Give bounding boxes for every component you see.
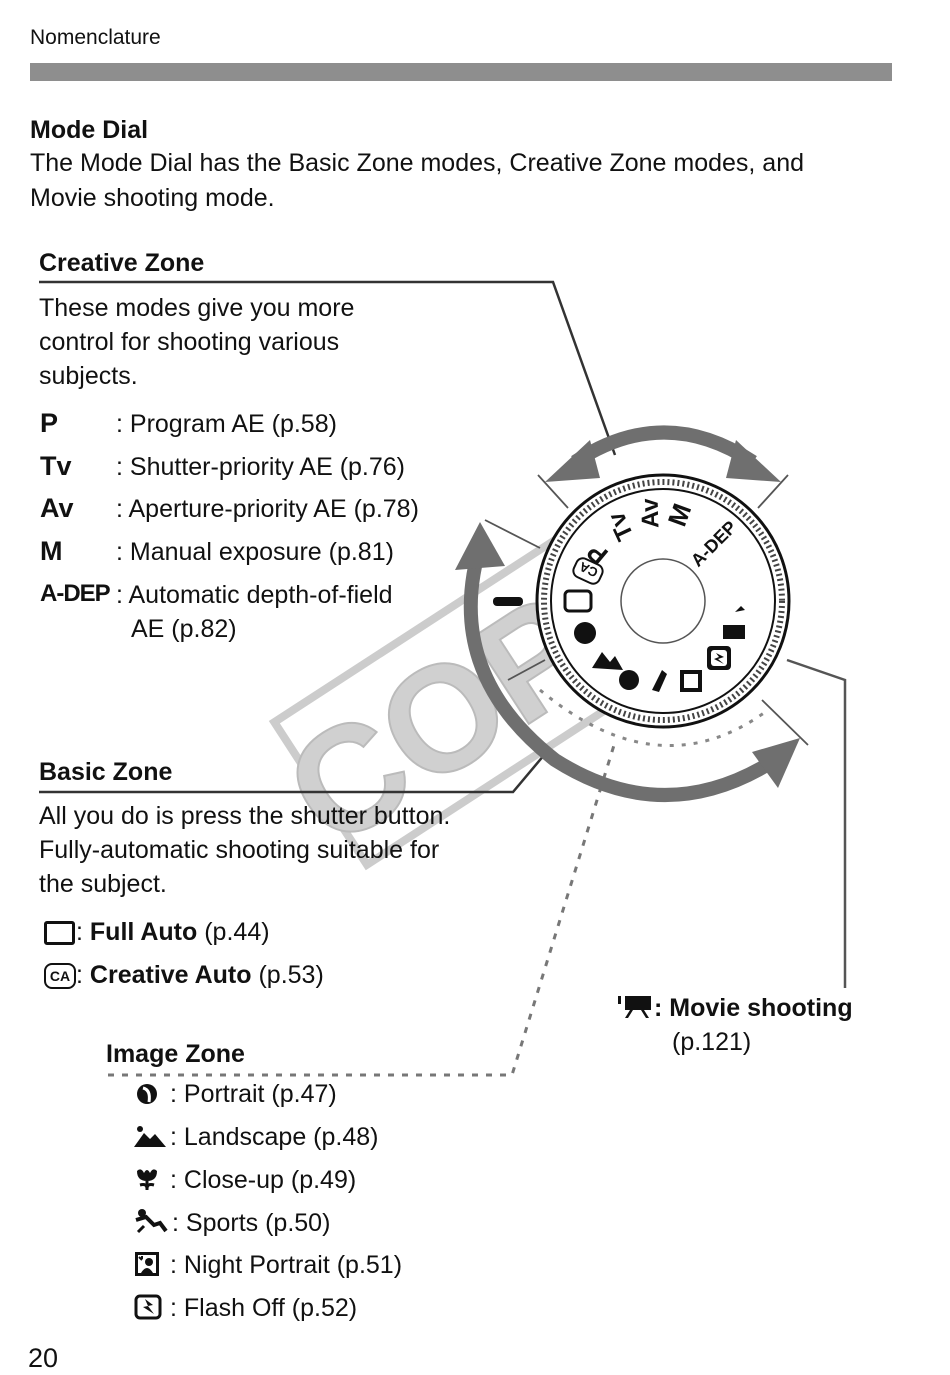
landscape-text: : Landscape (p.48) [170,1123,379,1151]
full-auto-page: (p.44) [204,918,270,946]
creative-arrow-head-left [545,440,600,482]
full-auto-name: Full Auto [89,918,198,946]
page-number: 20 [28,1343,59,1373]
intro-line-2: Movie shooting mode. [30,184,275,212]
sports-icon [135,1209,168,1234]
mode-dial-title: Mode Dial [30,116,149,144]
basic-zone-title: Basic Zone [39,758,173,786]
creative-zone-desc-2: control for shooting various [39,328,340,356]
intro-line-1: The Mode Dial has the Basic Zone modes, … [30,149,805,177]
mode-symbol-p: P [40,408,59,438]
close-up-icon [137,1169,157,1190]
movie-page: (p.121) [672,1028,752,1056]
dial-movie-icon [723,606,745,639]
basic-zone-desc-2: Fully-automatic shooting suitable for [39,836,440,864]
image-zone-dotted-arc [539,688,769,747]
image-zone-title: Image Zone [106,1040,245,1068]
night-portrait-icon [135,1252,159,1276]
mode-text-av: : Aperture-priority AE (p.78) [116,495,419,523]
close-up-text: : Close-up (p.49) [170,1166,357,1194]
creative-zone-desc-1: These modes give you more [39,294,355,322]
dial-center [620,558,706,644]
creative-zone-callout-line [39,280,617,456]
mode-text-a-dep-2: AE (p.82) [131,615,237,643]
mode-symbol-m: M [40,536,63,566]
sports-text: : Sports (p.50) [172,1209,331,1237]
basic-zone-desc-1: All you do is press the shutter button. [39,802,451,830]
full-auto-sep: : [76,918,83,946]
mode-text-a-dep: : Automatic depth-of-field [116,581,393,609]
mode-text-tv: : Shutter-priority AE (p.76) [116,453,406,481]
creative-arrow-head-right [726,440,781,482]
portrait-text: : Portrait (p.47) [170,1080,337,1108]
svg-text:CA: CA [576,559,600,581]
full-auto-row: : Full Auto (p.44) [76,918,270,947]
creative-zone-title: Creative Zone [39,249,205,277]
movie-callout-line [786,658,847,988]
mode-symbol-a-dep: A-DEP [40,580,111,607]
creative-auto-name: Creative Auto [89,961,252,989]
section-label: Nomenclature [30,26,161,49]
basic-zone-callout-line [39,747,551,794]
creative-auto-icon-text: CA [49,968,71,984]
dial-index-marker [493,597,523,606]
mode-symbol-tv: Tv [40,451,72,481]
mode-text-m: : Manual exposure (p.81) [116,538,394,566]
header-bar [30,63,892,81]
dial-ca-icon: CA [572,557,604,585]
movie-icon [618,996,651,1018]
flash-off-text: : Flash Off (p.52) [170,1294,358,1322]
mode-text-p: : Program AE (p.58) [116,410,337,438]
mode-symbol-av: Av [40,493,74,523]
basic-zone-desc-3: the subject. [39,870,167,898]
creative-zone-desc-3: subjects. [39,362,138,390]
creative-auto-row: : Creative Auto (p.53) [76,961,324,990]
creative-auto-page: (p.53) [258,961,324,989]
dial-label-av: Av [636,497,664,528]
creative-auto-sep: : [76,961,83,989]
basic-zone-arrow [463,537,779,802]
dial-landscape-icon [592,652,623,670]
dial-portrait-icon [574,622,596,644]
creative-zone-arrow [571,425,757,468]
full-auto-icon [44,921,75,945]
night-portrait-text: : Night Portrait (p.51) [170,1251,403,1279]
dial-close-up-icon [619,670,639,690]
movie-label: : Movie shooting [654,994,853,1022]
flash-off-icon [134,1294,162,1320]
landscape-icon [134,1126,166,1147]
basic-arrow-head-right [752,738,800,788]
dial-sports-icon [652,670,667,692]
basic-arrow-head-top [455,522,505,570]
portrait-icon [137,1084,157,1104]
creative-auto-icon: CA [44,963,76,989]
dial-full-auto-icon [563,589,593,613]
